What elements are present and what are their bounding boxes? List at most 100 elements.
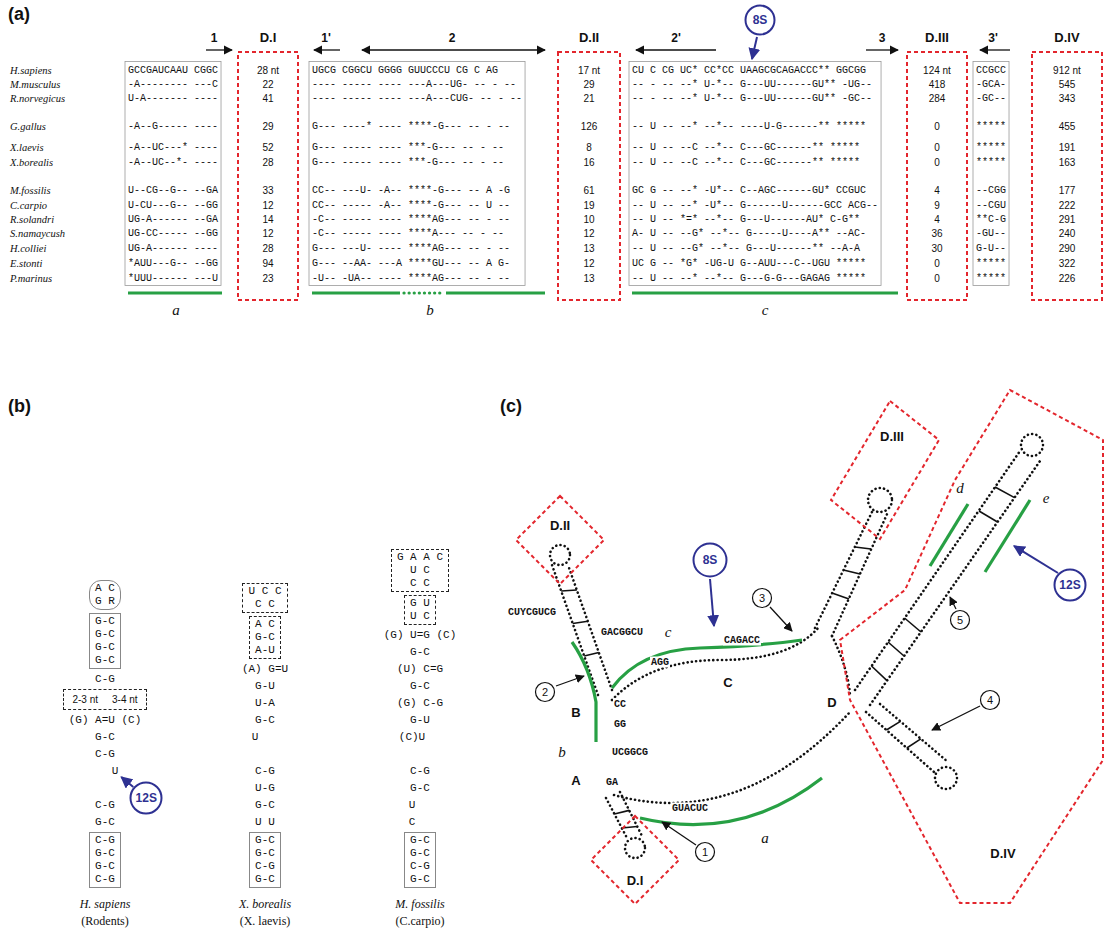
- species-name: R.solandri: [10, 214, 54, 225]
- basepair-text: 3-4 nt: [112, 694, 138, 705]
- pointer-arrow: [556, 676, 584, 686]
- basepair-text: A C: [95, 582, 115, 595]
- basepair-text: G-C: [255, 873, 275, 886]
- cleavage-arrow: [1014, 546, 1058, 573]
- domain-length: 22: [262, 79, 273, 90]
- domain-length: 94: [262, 258, 273, 269]
- species-caption: M. fossilis: [395, 897, 444, 912]
- sequence-row: CC-- ---U- -A-- ****-G--- -- A -G: [312, 185, 510, 196]
- basepair-box: G A A CU CC C: [391, 549, 449, 592]
- sequence-fragment: AGG: [650, 657, 670, 668]
- hairpin-loop: [625, 838, 645, 858]
- domain-length: 177: [1059, 185, 1076, 196]
- junction-letter: A: [570, 773, 581, 788]
- rna-strand: [880, 704, 948, 762]
- basepair: U-A: [255, 696, 275, 710]
- circle-outline: [696, 843, 715, 862]
- sequence-fragment: CC: [613, 699, 627, 710]
- sequence-row: -U-- -UA-- ---- ****AG--- -- - --: [312, 273, 510, 284]
- species-name: G.gallus: [10, 121, 46, 132]
- callout-circle: 4: [979, 689, 1001, 711]
- basepair-text: C C: [248, 598, 281, 611]
- base-pair: [832, 593, 849, 599]
- callout-circle: 12S: [129, 781, 163, 815]
- basepair: G-U: [410, 713, 430, 727]
- stem-number: 2: [449, 31, 456, 45]
- domain-length: 163: [1059, 157, 1076, 168]
- domain-frame: [907, 52, 967, 300]
- sequence-row: CC-- ----- -A-- ****-G--- -- U --: [312, 200, 510, 211]
- rna-strand: [815, 512, 872, 628]
- basepair-box: C-GG-CG-CC-G: [89, 832, 121, 888]
- basepair: (G) C-G: [397, 696, 443, 710]
- domain-length: 222: [1059, 200, 1076, 211]
- sequence-row: U-CU---G-- --GG: [128, 200, 218, 211]
- basepair-box: G-CG-CC-GG-C: [249, 832, 281, 888]
- basepair-text: G-C: [255, 834, 275, 847]
- sequence-row: G--- ----* ---- ****-G--- -- - --: [312, 121, 510, 132]
- sequence-row: -GU--: [976, 228, 1006, 239]
- stem-number: 3': [988, 31, 998, 45]
- basepair-text: G-C: [410, 847, 430, 860]
- sequence-row: -- - -- --* U-*-- G---UU------GU** -UG--: [632, 79, 872, 90]
- basepair-text: U C C: [248, 585, 281, 598]
- circle-outline: [951, 611, 970, 630]
- domain-length: 12: [262, 228, 273, 239]
- rrna-name: 8S: [753, 13, 768, 27]
- domain-length: 322: [1059, 258, 1076, 269]
- domain-box: D.IV912 nt545343455191163177222291240290…: [1030, 30, 1104, 304]
- domain-length: 9: [934, 200, 940, 211]
- sequence-row: -C-- ----- ---- ****A--- -- - --: [312, 228, 504, 239]
- domain-length: 29: [583, 79, 594, 90]
- sequence-fragment: GACGGCU: [600, 627, 644, 638]
- basepair-text: G-C: [255, 847, 275, 860]
- domain-length: 4: [934, 214, 940, 225]
- segment-line: [640, 778, 822, 825]
- stem-number: 2': [671, 31, 681, 45]
- domain-length: 21: [583, 93, 594, 104]
- basepair-text: C-G: [95, 873, 115, 886]
- rna-strand: [612, 628, 818, 700]
- pointer-arrow: [950, 597, 956, 609]
- basepair-box: G UU C: [404, 595, 436, 625]
- sequence-row: G--- --AA- ---A ****GU--- -- A G-: [312, 258, 510, 269]
- basepair-text: G-C: [95, 860, 115, 873]
- pointer-arrow: [932, 706, 980, 730]
- hairpin-loop: [868, 488, 892, 512]
- basepair-text: C-G: [410, 860, 430, 873]
- species-caption: (X. laevis): [240, 914, 291, 929]
- basepair: G-C: [410, 781, 430, 795]
- domain-length: 13: [583, 273, 594, 284]
- sequence-row: -C-- ----- ---- ****AG--- -- - --: [312, 214, 510, 225]
- species-caption: (C.carpio): [396, 914, 445, 929]
- species-name: X.borealis: [10, 157, 53, 168]
- segment-letter: a: [172, 302, 180, 319]
- callout-number: 4: [987, 694, 993, 706]
- stem-arrow: [362, 49, 545, 50]
- segment-letter: a: [760, 830, 770, 847]
- sequence-row: G--- ----- ---- ***-G--- -- - --: [312, 142, 504, 153]
- species-name: M.fossilis: [10, 185, 51, 196]
- species-caption: (Rodents): [81, 914, 128, 929]
- basepair: U U: [255, 815, 275, 829]
- basepair-text: G-C: [255, 631, 275, 644]
- basepair: U: [252, 730, 259, 744]
- domain-box: D.I28 nt224129522833121412289423: [236, 30, 300, 304]
- sequence-fragment: GA: [605, 777, 619, 788]
- basepair-text: U C: [410, 610, 430, 623]
- junction-letter: B: [570, 705, 581, 720]
- basepair: C: [409, 815, 416, 829]
- segment-line: [632, 291, 898, 294]
- basepair-text: C-G: [95, 834, 115, 847]
- domain-length: 4: [934, 185, 940, 196]
- domain-length: 14: [262, 214, 273, 225]
- basepair-text: G A A C: [397, 551, 443, 564]
- domain-name: D.IV: [1054, 30, 1079, 45]
- rna-strand: [606, 798, 627, 838]
- segment-line: [446, 291, 545, 294]
- domain-length: 61: [583, 185, 594, 196]
- sequence-row: U-A------- ----: [128, 93, 218, 104]
- stem-arrow: [206, 49, 232, 50]
- stem-arrow: [636, 49, 716, 50]
- basepair-text: G-C: [95, 615, 115, 628]
